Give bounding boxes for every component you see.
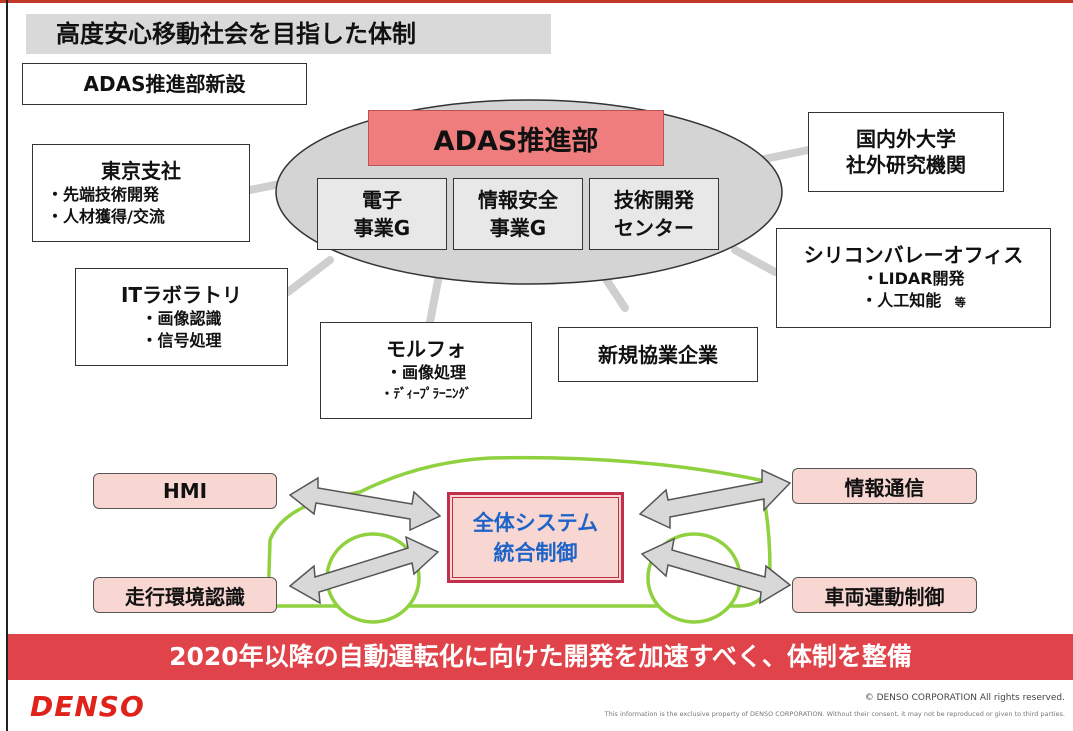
arrow-vehicle: [640, 537, 792, 605]
partner-itlab: ITラボラトリ ・画像認識 ・信号処理: [75, 268, 288, 366]
partner-univ: 国内外大学 社外研究機関: [808, 112, 1004, 192]
connector-morpho: [426, 266, 444, 326]
integrated-control-line2: 統合制御: [493, 540, 578, 565]
silicon-title: シリコンバレーオフィス: [803, 243, 1024, 267]
morpho-item: ・画像処理: [385, 362, 466, 382]
unit-infosafety-line2: 事業G: [489, 216, 547, 240]
disclaimer-text: This information is the exclusive proper…: [604, 710, 1065, 718]
univ-line1: 国内外大学: [856, 127, 956, 151]
itlab-item: ・画像認識: [141, 309, 222, 328]
newcollab-title: 新規協業企業: [598, 342, 718, 367]
connector-univ: [756, 146, 812, 164]
connector-silicon: [731, 246, 779, 276]
label-comm: 情報通信: [792, 468, 977, 504]
left-rule: [6, 0, 8, 731]
silicon-item: ・人工知能: [861, 291, 942, 310]
partner-morpho: モルフォ ・画像処理 ・ﾃﾞｨｰﾌﾟﾗｰﾆﾝｸﾞ: [320, 322, 532, 419]
copyright-text: © DENSO CORPORATION All rights reserved.: [864, 693, 1065, 703]
adas-header: ADAS推進部: [368, 110, 664, 166]
new-dept-box: ADAS推進部新設: [22, 63, 307, 105]
itlab-title: ITラボラトリ: [120, 283, 243, 307]
denso-logo: DENSO: [30, 690, 145, 723]
partner-silicon: シリコンバレーオフィス ・LIDAR開発 ・人工知能 等: [776, 228, 1051, 328]
unit-electronics-line2: 事業G: [353, 216, 411, 240]
tokyo-title: 東京支社: [101, 159, 181, 183]
unit-techdev-line1: 技術開発: [614, 188, 694, 212]
integrated-control-box: 全体システム 統合制御: [447, 492, 624, 583]
unit-infosafety-line1: 情報安全: [478, 188, 558, 212]
tokyo-item: ・人材獲得/交流: [47, 207, 165, 226]
new-dept-label: ADAS推進部新設: [83, 72, 246, 96]
arrow-env: [288, 535, 440, 605]
partner-newcollab: 新規協業企業: [558, 327, 758, 382]
unit-techdev-line2: センター: [614, 216, 694, 240]
unit-infosafety: 情報安全 事業G: [453, 178, 583, 250]
summary-banner: 2020年以降の自動運転化に向けた開発を加速すべく、体制を整備: [8, 634, 1073, 680]
top-rule: [0, 0, 1073, 3]
silicon-suffix: 等: [954, 296, 966, 309]
morpho-title: モルフォ: [386, 336, 466, 361]
silicon-item-row: ・人工知能 等: [861, 290, 966, 314]
page-title: 高度安心移動社会を目指した体制: [26, 14, 551, 54]
morpho-item: ・ﾃﾞｨｰﾌﾟﾗｰﾆﾝｸﾞ: [380, 386, 472, 402]
unit-electronics-line1: 電子: [362, 188, 402, 212]
partner-tokyo: 東京支社 ・先端技術開発 ・人材獲得/交流: [32, 144, 250, 242]
arrow-hmi: [288, 476, 442, 532]
connector-itlab: [284, 256, 334, 296]
label-hmi: HMI: [93, 473, 277, 509]
univ-line2: 社外研究機関: [846, 153, 966, 177]
label-vehicle: 車両運動制御: [792, 577, 977, 613]
itlab-item: ・信号処理: [141, 331, 222, 350]
tokyo-item: ・先端技術開発: [47, 185, 160, 204]
silicon-item: ・LIDAR開発: [862, 269, 965, 288]
label-env: 走行環境認識: [93, 577, 277, 613]
unit-techdev: 技術開発 センター: [589, 178, 719, 250]
arrow-comm: [638, 468, 792, 530]
integrated-control-line1: 全体システム: [472, 510, 599, 535]
unit-electronics: 電子 事業G: [317, 178, 447, 250]
